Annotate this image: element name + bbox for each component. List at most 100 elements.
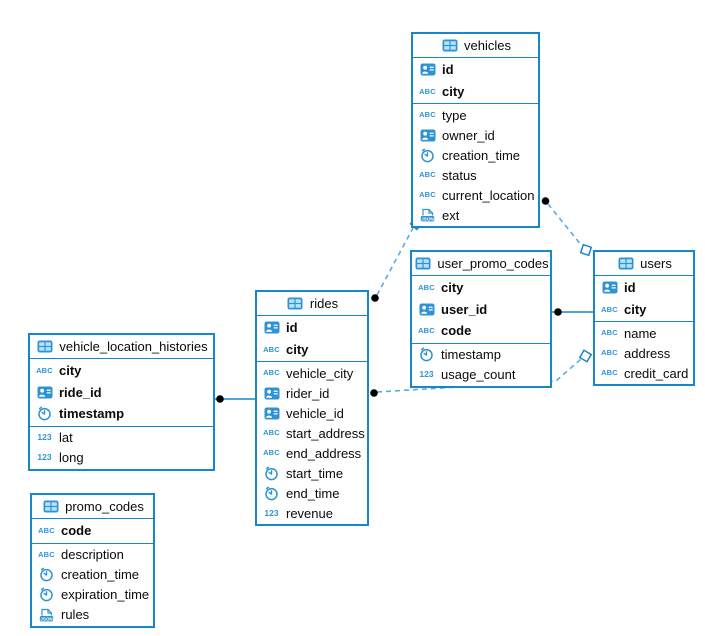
relationship-vehicles-users [541,197,593,257]
column-name: id [286,320,298,336]
column-name: expiration_time [61,587,150,602]
column-name: usage_count [441,367,516,382]
table-header[interactable]: user_promo_codes [412,252,550,276]
relationship-vehicle_location_histories-rides [215,395,255,403]
column-row[interactable]: ride_id [30,382,213,404]
table-header[interactable]: vehicles [413,34,538,58]
table-title: vehicles [464,38,511,53]
table-icon [286,297,305,310]
column-name: city [286,341,309,357]
column-name: name [624,325,657,341]
relationship-line[interactable] [547,203,583,247]
column-row[interactable]: rider_id [257,383,367,403]
column-row[interactable]: id [257,317,367,339]
table-title: vehicle_location_histories [59,339,208,354]
column-row[interactable]: creation_time [413,145,538,165]
column-row[interactable]: user_id [412,299,550,321]
abc-icon: ABC [38,526,55,535]
column-row[interactable]: timestamp [30,403,213,425]
column-row[interactable]: owner_id [413,125,538,145]
column-name: current_location [442,187,535,203]
table-title: users [640,256,672,271]
column-row[interactable]: id [595,277,693,299]
relationship-line[interactable] [376,358,582,393]
column-row[interactable]: ABC city [595,299,693,321]
column-name: start_address [286,425,365,441]
relationship-user_promo_codes-users [552,308,593,316]
id-badge-icon [418,63,437,76]
abc-icon: ABC [601,304,618,314]
column-row[interactable]: vehicle_id [257,403,367,423]
column-row[interactable]: creation_time [32,565,153,585]
column-name: description [61,547,124,562]
json-icon: JSON [418,208,437,222]
clock-icon [37,587,56,602]
column-name: start_time [286,465,344,481]
table-header[interactable]: rides [257,292,367,316]
column-row[interactable]: id [413,59,538,81]
column-name: creation_time [61,567,140,582]
column-name: end_time [286,485,340,501]
column-row[interactable]: JSON ext [413,205,538,225]
column-name: timestamp [441,347,501,362]
column-name: revenue [286,505,333,521]
column-row[interactable]: expiration_time [32,585,153,605]
table-header[interactable]: vehicle_location_histories [30,335,213,359]
column-name: timestamp [59,406,125,422]
clock-icon [417,347,436,362]
column-row[interactable]: start_time [257,463,367,483]
column-name: ext [442,207,460,223]
column-name: creation_time [442,147,521,163]
table-title: rides [309,296,339,311]
abc-icon: ABC [36,366,53,375]
number-icon: 123 [419,369,434,380]
column-row[interactable]: timestamp [412,345,550,365]
column-row[interactable]: end_time [257,483,367,503]
number-icon: 123 [264,507,279,518]
number-icon: 123 [37,452,52,463]
column-name: city [624,301,647,317]
column-name: city [442,83,465,99]
column-row[interactable]: 123 revenue [257,503,367,523]
table-header[interactable]: users [595,252,693,276]
pk-endpoint-diamond [578,349,593,363]
relationship-line[interactable] [376,227,414,296]
id-badge-icon [600,281,619,294]
column-row[interactable]: 123 usage_count [412,365,550,385]
id-badge-icon [417,303,436,316]
fk-endpoint-dot [370,389,378,397]
table-header[interactable]: promo_codes [32,495,153,519]
column-name: type [442,107,467,123]
column-name: ride_id [59,384,102,400]
